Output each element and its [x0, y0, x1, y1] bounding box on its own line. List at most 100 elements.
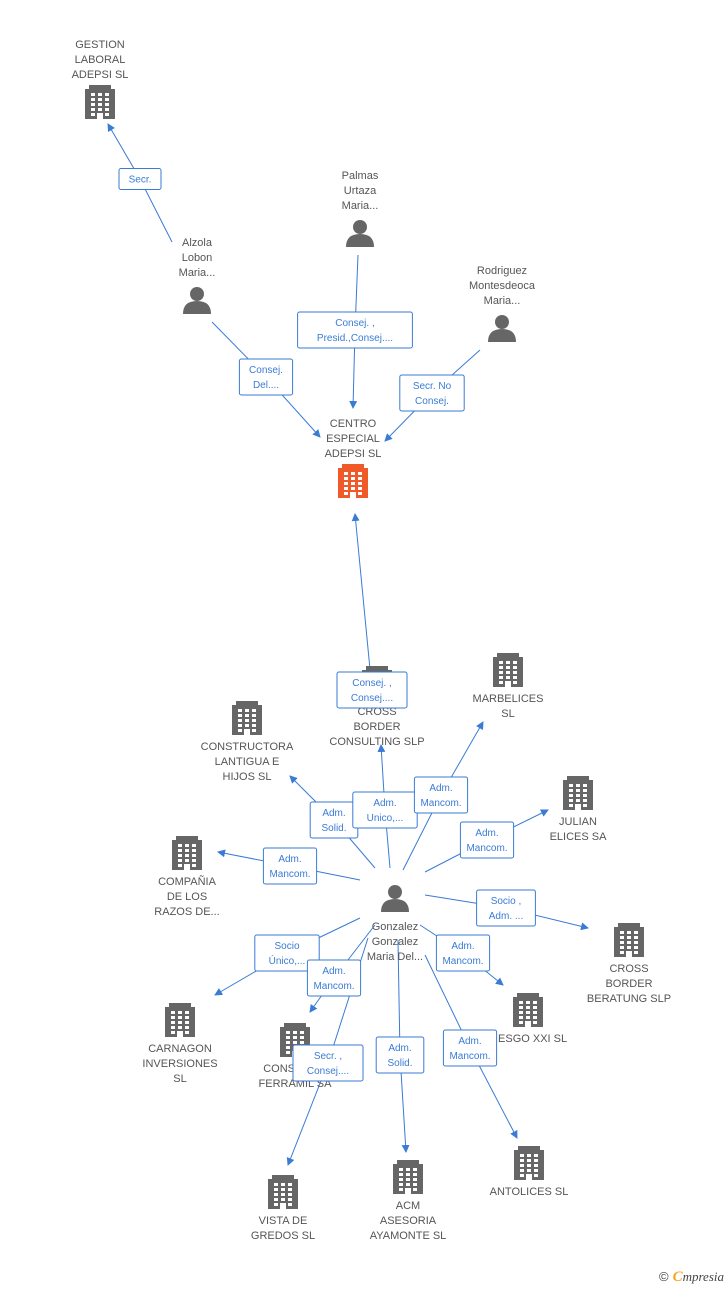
edge-label-box — [118, 168, 162, 190]
node-label-line: ADEPSI SL — [72, 69, 129, 81]
edge-label-text: Adm. ... — [489, 911, 523, 922]
edge-label-text: Adm. — [429, 783, 452, 794]
edge-label-text: Consej. , — [352, 678, 391, 689]
edge-label-text: Secr. No — [413, 381, 452, 392]
footer-brand[interactable]: ©Cmpresia — [659, 1269, 724, 1286]
edge-label-box — [336, 671, 408, 709]
node-label-line: Maria... — [484, 295, 521, 307]
node-label-line: GREDOS SL — [251, 1230, 315, 1242]
edge-label-text: Consej. — [415, 396, 449, 407]
brand-initial: C — [672, 1269, 683, 1285]
edge-label-gonzalez-ferramil[interactable]: Adm.Mancom. — [306, 959, 362, 997]
node-label-line: LABORAL — [75, 54, 126, 66]
node-razos[interactable]: COMPAÑIA DE LOS RAZOS DE... — [154, 836, 220, 918]
person-icon — [488, 315, 516, 342]
node-label-line: Lobon — [182, 252, 213, 264]
edge-label-box — [399, 374, 465, 412]
edge-label-text: Socio , — [491, 896, 522, 907]
brand-name: mpresia — [682, 1269, 724, 1284]
person-icon — [183, 287, 211, 314]
edge-label-box — [254, 934, 320, 972]
node-lantigua[interactable]: CONSTRUCTORA LANTIGUA E HIJOS SL — [201, 701, 294, 783]
edge-label-gonzalez-acm[interactable]: Adm.Solid. — [375, 1036, 425, 1074]
building-icon — [393, 1160, 423, 1194]
node-label-line: SL — [501, 708, 514, 720]
edge-label-text: Adm. — [322, 808, 345, 819]
edge-label-text: Único,... — [269, 954, 306, 967]
edge-label-gonzalez-lantigua[interactable]: Adm. Solid. — [309, 801, 359, 839]
node-marbelices[interactable]: MARBELICES SL — [473, 653, 544, 720]
node-label-line: RAZOS DE... — [154, 906, 219, 918]
edge-label-gonzalez-carnagon[interactable]: SocioÚnico,... — [254, 934, 320, 972]
edge-label-alzola-gestion[interactable]: Secr. — [118, 168, 162, 190]
node-label-line: Rodriguez — [477, 265, 527, 277]
edge-label-gonzalez-crossconsulting[interactable]: Adm.Unico,... — [352, 791, 418, 829]
node-label-line: DE LOS — [167, 891, 207, 903]
edge-label-box — [435, 934, 491, 972]
node-label-line: MARBELICES — [473, 693, 544, 705]
node-alzola[interactable]: AlzolaLobonMaria... — [179, 237, 216, 314]
edge-label-text: Mancom. — [313, 981, 354, 992]
edge-label-text: Adm. — [278, 854, 301, 865]
node-label-line: HIJOS SL — [223, 771, 272, 783]
node-label-line: BERATUNG SLP — [587, 993, 671, 1005]
building-icon — [614, 923, 644, 957]
edge-label-gonzalez-razos[interactable]: Adm. Mancom. — [262, 847, 318, 885]
node-label-line: CONSULTING SLP — [329, 736, 424, 748]
node-label-line: CROSS — [609, 963, 648, 975]
building-icon — [165, 1003, 195, 1037]
edge-label-box — [459, 821, 515, 859]
copyright-icon: © — [658, 1269, 669, 1284]
edge-label-crossconsulting-centro[interactable]: Consej. ,Consej.... — [336, 671, 408, 709]
building-icon — [85, 85, 115, 119]
node-label-line: ACM — [396, 1200, 420, 1212]
edge-label-gonzalez-vista[interactable]: Secr. ,Consej.... — [292, 1044, 364, 1082]
node-riesgo[interactable]: ...ESGO XXI SL — [489, 993, 567, 1045]
node-label-line: Palmas — [342, 170, 379, 182]
edge-label-text: Secr. — [129, 175, 152, 186]
building-icon — [563, 776, 593, 810]
edge-label-gonzalez-antolices[interactable]: Adm.Mancom. — [442, 1029, 498, 1067]
node-label-line: LANTIGUA E — [215, 756, 280, 768]
person-icon — [346, 220, 374, 247]
node-label-line: CROSS — [357, 706, 396, 718]
node-label-line: BORDER — [353, 721, 400, 733]
node-label-line: CENTRO — [330, 418, 377, 430]
node-label-line: Gonzalez — [372, 921, 418, 933]
edge-label-alzola-centro[interactable]: Consej.Del.... — [238, 358, 294, 396]
node-label-line: Maria... — [342, 200, 379, 212]
node-label-line: BORDER — [605, 978, 652, 990]
edge-label-text: Socio — [274, 941, 299, 952]
node-label-line: ELICES SA — [550, 831, 608, 843]
edge-label-gonzalez-julian[interactable]: Adm.Mancom. — [459, 821, 515, 859]
node-antolices[interactable]: ANTOLICES SL — [490, 1146, 569, 1198]
edge-label-text: Consej. , — [335, 318, 374, 329]
node-label-line: COMPAÑIA — [158, 875, 217, 888]
edge-label-text: Del.... — [253, 380, 279, 391]
edge-label-text: Consej.... — [307, 1066, 349, 1077]
edge-label-gonzalez-riesgo[interactable]: Adm.Mancom. — [435, 934, 491, 972]
edge-label-rodriguez-centro[interactable]: Secr. No Consej. — [399, 374, 465, 412]
edge-label-box — [262, 847, 318, 885]
node-label-line: CONSTRUCTORA — [201, 741, 294, 753]
edge-label-box — [238, 358, 294, 396]
node-palmas[interactable]: PalmasUrtazaMaria... — [342, 170, 379, 247]
edge-label-palmas-centro[interactable]: Consej. ,Presid.,Consej.... — [297, 311, 413, 349]
edge-label-gonzalez-marbelices[interactable]: Adm.Mancom. — [413, 776, 469, 814]
person-icon — [381, 885, 409, 912]
edge-label-text: Mancom. — [269, 869, 310, 880]
node-label-line: ANTOLICES SL — [490, 1186, 569, 1198]
node-crossberatung[interactable]: CROSS BORDER BERATUNG SLP — [587, 923, 671, 1005]
edge-label-gonzalez-crossberatung[interactable]: Socio , Adm. ... — [476, 889, 536, 927]
edge-label-text: Solid. — [321, 823, 346, 834]
edge-label-text: Adm. — [475, 828, 498, 839]
node-label-line: Alzola — [182, 237, 213, 249]
node-rodriguez[interactable]: RodriguezMontesdeocaMaria... — [469, 265, 536, 342]
